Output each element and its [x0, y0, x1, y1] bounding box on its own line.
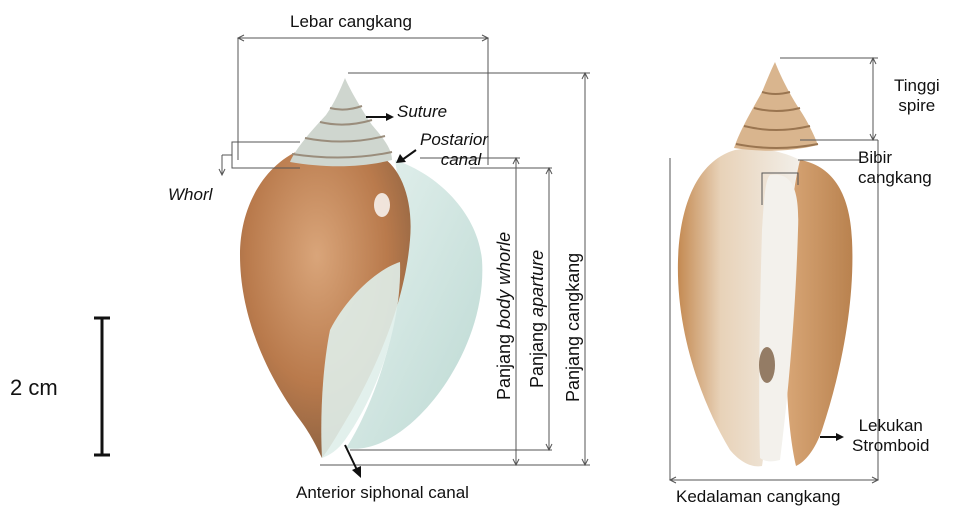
panjang-body-whorle-prefix: Panjang [494, 329, 514, 400]
panjang-body-whorle-italic: body whorle [494, 232, 514, 329]
whorl-label: Whorl [168, 185, 212, 205]
panjang-aparture-prefix: Panjang [527, 317, 547, 388]
tinggi-spire-line1: Tinggi [894, 76, 940, 96]
postarior-canal-line1: Postarior [420, 130, 488, 150]
bibir-cangkang-line2: cangkang [858, 168, 932, 188]
lekukan-stromboid-line1: Lekukan [852, 416, 929, 436]
postarior-canal-line2: canal [420, 150, 488, 170]
bibir-cangkang-line1: Bibir [858, 148, 932, 168]
panjang-cangkang-label: Panjang cangkang [563, 253, 584, 402]
right-shell [678, 62, 853, 466]
anterior-siphonal-canal-label: Anterior siphonal canal [296, 483, 469, 503]
lekukan-stromboid-label: Lekukan Stromboid [852, 416, 929, 455]
tinggi-spire-line2: spire [894, 96, 940, 116]
panjang-aparture-label: Panjang aparture [527, 250, 548, 388]
tinggi-spire-label: Tinggi spire [894, 76, 940, 115]
scale-bar-label: 2 cm [10, 375, 58, 401]
left-shell-spire [290, 78, 392, 166]
panjang-body-whorle-label: Panjang body whorle [494, 232, 515, 400]
bibir-cangkang-label: Bibir cangkang [858, 148, 932, 187]
right-arrows [820, 433, 844, 441]
suture-label: Suture [397, 102, 447, 122]
lekukan-stromboid-line2: Stromboid [852, 436, 929, 456]
kedalaman-cangkang-label: Kedalaman cangkang [676, 487, 840, 507]
panjang-aparture-italic: aparture [527, 250, 547, 317]
scale-bar [94, 318, 110, 455]
postarior-canal-label: Postarior canal [420, 130, 488, 169]
lebar-cangkang-label: Lebar cangkang [290, 12, 412, 32]
right-shell-spire [734, 62, 818, 151]
